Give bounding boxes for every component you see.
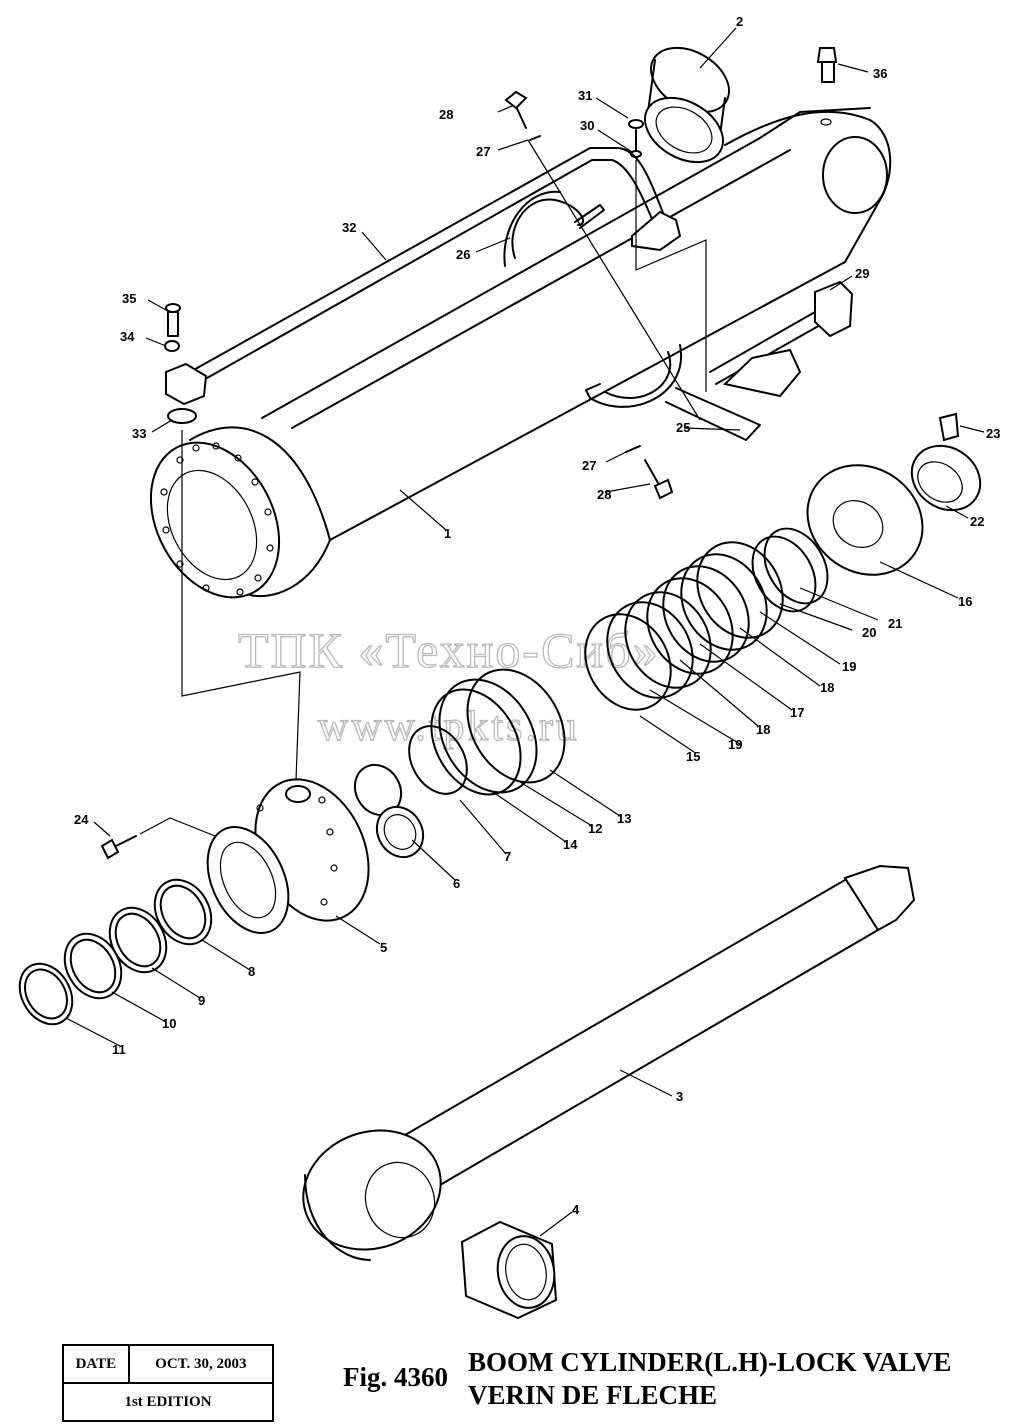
callout-27b: 27 <box>582 458 596 473</box>
date-value: OCT. 30, 2003 <box>127 1344 275 1384</box>
part-piston-rod-3 <box>302 864 916 1261</box>
watermark-line-2: www.tpkts.ru <box>318 704 580 750</box>
callout-31: 31 <box>578 88 592 103</box>
date-label: DATE <box>62 1344 130 1384</box>
callout-26: 26 <box>456 247 470 262</box>
figure-title-en: BOOM CYLINDER(L.H)-LOCK VALVE <box>468 1347 952 1377</box>
callout-18b: 18 <box>756 722 770 737</box>
part-pipe-29 <box>709 280 854 398</box>
callout-15: 15 <box>686 749 700 764</box>
callout-16: 16 <box>958 594 972 609</box>
part-bushing-2 <box>644 46 730 164</box>
part-small-hardware <box>504 47 960 500</box>
callout-29: 29 <box>855 266 869 281</box>
callout-19b: 19 <box>728 737 742 752</box>
gland-seals <box>353 668 566 859</box>
part-clamp-26 <box>503 190 605 267</box>
part-bolt-24 <box>100 835 137 860</box>
callout-34: 34 <box>120 329 135 344</box>
watermark-line-1: ТПК «Техно-Сиб» <box>238 622 660 678</box>
callout-2: 2 <box>736 14 743 29</box>
callout-10: 10 <box>162 1016 176 1031</box>
callout-32: 32 <box>342 220 356 235</box>
part-bushing-4 <box>460 1220 558 1320</box>
callout-22: 22 <box>970 514 984 529</box>
callout-27a: 27 <box>476 144 490 159</box>
callout-1: 1 <box>444 526 451 541</box>
callout-17: 17 <box>790 705 804 720</box>
callout-25: 25 <box>676 420 690 435</box>
callout-12: 12 <box>588 821 602 836</box>
callout-20: 20 <box>862 625 876 640</box>
part-gland-5 <box>206 778 370 934</box>
callout-28b: 28 <box>597 487 611 502</box>
callout-36: 36 <box>873 66 887 81</box>
callout-35: 35 <box>122 291 136 306</box>
callout-8: 8 <box>248 964 255 979</box>
callout-23: 23 <box>986 426 1000 441</box>
callout-18a: 18 <box>820 680 834 695</box>
callout-19a: 19 <box>842 659 856 674</box>
part-cylinder-tube <box>149 107 892 599</box>
edition: 1st EDITION <box>62 1382 274 1422</box>
callout-33: 33 <box>132 426 146 441</box>
callout-7: 7 <box>504 849 511 864</box>
callout-13: 13 <box>617 811 631 826</box>
callout-5: 5 <box>380 940 387 955</box>
part-flange-block <box>164 303 208 424</box>
exploded-parts-diagram: ТПК «Техно-Сиб» www.tpkts.ru <box>18 14 1000 1320</box>
figure-title-block: BOOM CYLINDER(L.H)-LOCK VALVE VERIN DE F… <box>468 1346 951 1412</box>
flange-bolt-holes <box>160 442 274 596</box>
info-block: DATE OCT. 30, 2003 1st EDITION <box>62 1344 275 1422</box>
callout-11: 11 <box>112 1042 126 1057</box>
callout-30: 30 <box>580 118 594 133</box>
callout-24: 24 <box>74 812 89 827</box>
part-clamp-25 <box>585 344 761 441</box>
callout-6: 6 <box>453 876 460 891</box>
callout-14: 14 <box>563 837 578 852</box>
part-pipe-32 <box>189 147 682 383</box>
callouts: 1 2 3 4 5 6 7 8 9 10 11 12 13 14 15 16 1… <box>74 14 1000 1217</box>
callout-4: 4 <box>572 1202 580 1217</box>
rod-seals <box>18 878 213 1026</box>
callout-3: 3 <box>676 1089 683 1104</box>
callout-28a: 28 <box>439 107 453 122</box>
watermark: ТПК «Техно-Сиб» www.tpkts.ru <box>237 621 660 750</box>
callout-21: 21 <box>888 616 902 631</box>
piston-assembly <box>584 444 982 711</box>
callout-9: 9 <box>198 993 205 1008</box>
figure-title-fr: VERIN DE FLECHE <box>468 1380 718 1410</box>
figure-number: Fig. 4360 <box>343 1362 448 1392</box>
leader-lines <box>65 27 985 1237</box>
